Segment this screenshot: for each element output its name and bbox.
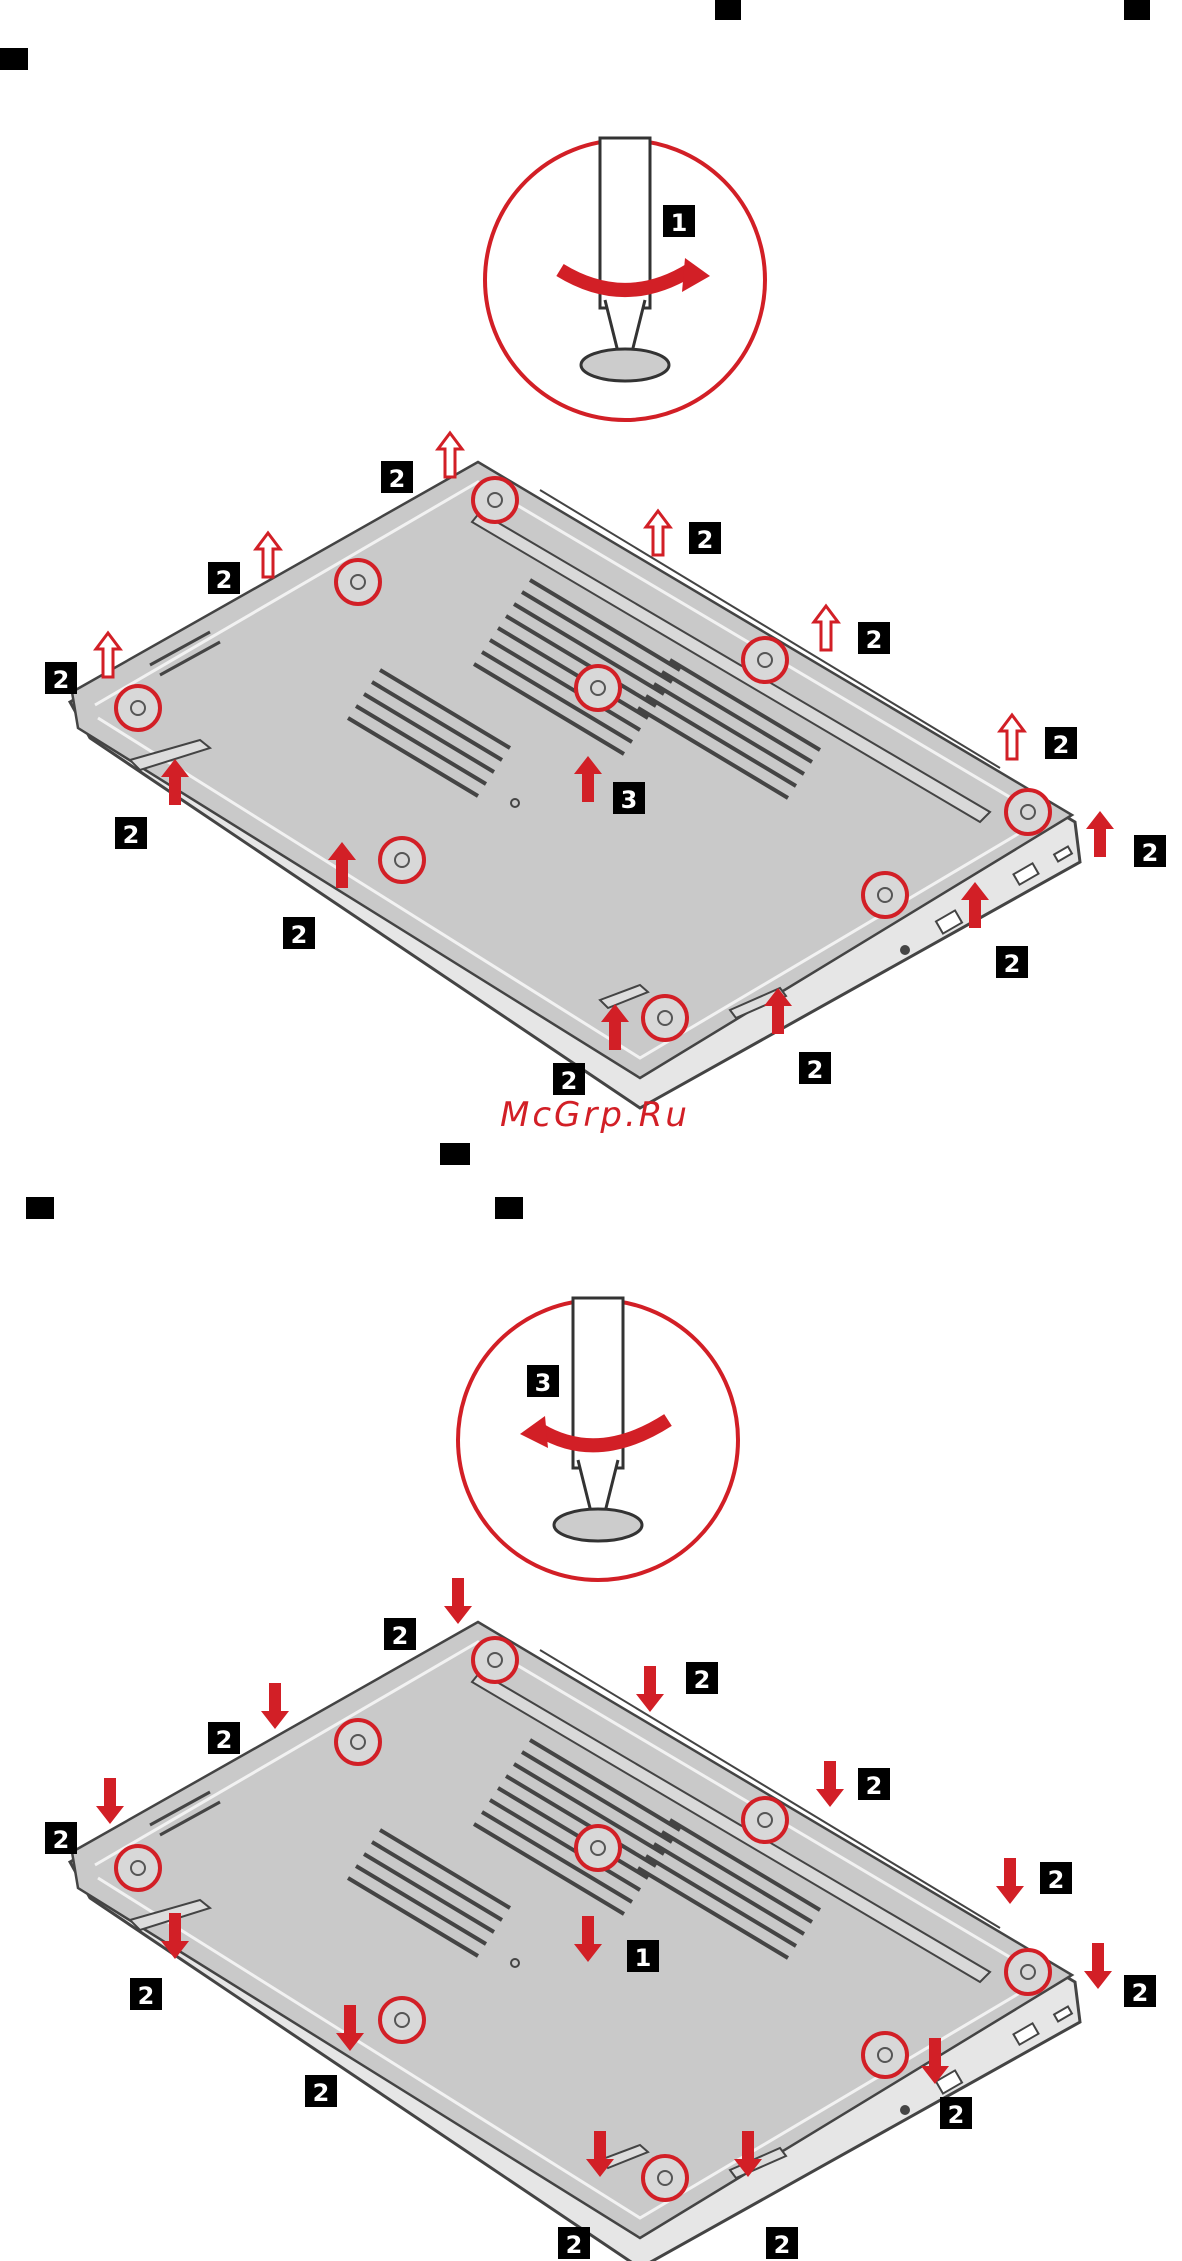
bottom-cover-panel xyxy=(70,462,1080,1108)
removal-section: 1 3 2 2 2 2 2 2 2 2 2 2 2 xyxy=(45,138,1166,1108)
step-badge-1: 1 xyxy=(635,1944,652,1972)
step-badge-2: 2 xyxy=(123,821,140,849)
step-badge-2: 2 xyxy=(53,666,70,694)
step-badge-2: 2 xyxy=(138,1982,155,2010)
arrow-down-icon xyxy=(261,1683,289,1729)
arrow-down-icon xyxy=(816,1761,844,1807)
step-badge-3: 3 xyxy=(621,786,638,814)
arrow-up-icon xyxy=(256,533,280,577)
step-badge-2: 2 xyxy=(1048,1866,1065,1894)
step-badge-2: 2 xyxy=(216,566,233,594)
arrow-down-icon xyxy=(444,1578,472,1624)
installation-section: 3 1 2 2 2 2 2 2 2 2 2 2 2 2 xyxy=(45,1298,1156,2261)
step-badge-2: 2 xyxy=(216,1726,233,1754)
step-badge-1: 1 xyxy=(671,209,688,237)
step-badge-2: 2 xyxy=(389,465,406,493)
step-badge-2: 2 xyxy=(948,2101,965,2129)
step-badge-2: 2 xyxy=(866,626,883,654)
step-badge-2: 2 xyxy=(566,2231,583,2259)
bottom-cover-panel xyxy=(70,1622,1080,2261)
step-badge-2: 2 xyxy=(1132,1979,1149,2007)
step-badge-2: 2 xyxy=(392,1622,409,1650)
arrow-down-icon xyxy=(996,1858,1024,1904)
step-badge-2: 2 xyxy=(774,2231,791,2259)
step-badge-3: 3 xyxy=(535,1369,552,1397)
arrow-up-icon xyxy=(814,606,838,650)
arrow-down-icon xyxy=(96,1778,124,1824)
arrow-up-icon xyxy=(646,511,670,555)
step-badge-2: 2 xyxy=(53,1826,70,1854)
step-badge-2: 2 xyxy=(694,1666,711,1694)
step-badge-2: 2 xyxy=(1053,731,1070,759)
arrow-up-icon xyxy=(1086,811,1114,857)
arrow-up-icon xyxy=(1000,715,1024,759)
arrow-up-icon xyxy=(438,433,462,477)
step-badge-2: 2 xyxy=(697,526,714,554)
step-badge-2: 2 xyxy=(313,2079,330,2107)
step-badge-2: 2 xyxy=(1004,950,1021,978)
watermark-text: McGrp.Ru xyxy=(495,1090,695,1140)
screwdriver-detail xyxy=(458,1298,738,1580)
arrow-down-icon xyxy=(636,1666,664,1712)
step-badge-2: 2 xyxy=(291,921,308,949)
arrow-down-icon xyxy=(1084,1943,1112,1989)
step-badge-2: 2 xyxy=(866,1772,883,1800)
screwdriver-detail xyxy=(485,138,765,420)
step-badge-2: 2 xyxy=(1142,839,1159,867)
step-badge-2: 2 xyxy=(807,1056,824,1084)
